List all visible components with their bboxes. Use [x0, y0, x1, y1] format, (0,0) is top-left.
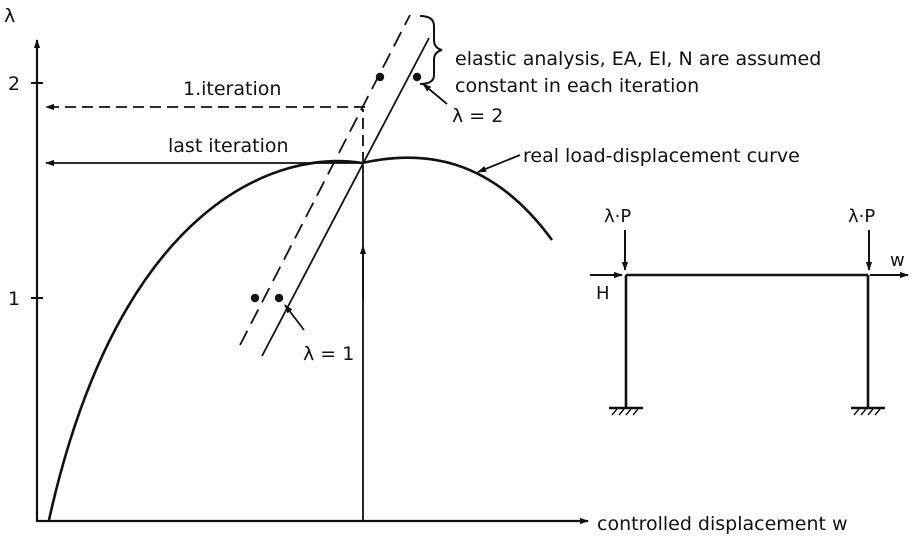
y-axis-label: λ [4, 5, 15, 27]
lambda2-label: λ = 2 [452, 105, 503, 127]
lambda1-label: λ = 1 [303, 343, 354, 365]
first-iteration-elastic-line [239, 14, 411, 346]
lambda1-leader [284, 304, 305, 331]
y-tick-label-2: 2 [8, 73, 20, 95]
y-tick-label-1: 1 [8, 288, 20, 310]
horizontal-load-label: H [596, 283, 610, 304]
elastic-lines-brace [419, 15, 443, 85]
portal-frame: λ·P λ·P H w [590, 206, 909, 416]
displacement-label: w [890, 250, 905, 271]
real-curve-label: real load-displacement curve [523, 145, 800, 167]
right-fixed-support-icon [851, 406, 885, 416]
last-iteration-point-lambda2 [412, 72, 422, 82]
first-iteration-point-lambda2 [375, 72, 385, 82]
last-iteration-elastic-line [261, 37, 430, 357]
right-load-label: λ·P [848, 206, 875, 227]
lambda2-leader [422, 83, 448, 105]
last-iteration-point-lambda1 [274, 293, 284, 303]
first-iteration-point-lambda1 [250, 293, 260, 303]
left-load-label: λ·P [604, 206, 631, 227]
elastic-analysis-note-line2: constant in each iteration [455, 75, 699, 97]
elastic-analysis-note-line1: elastic analysis, EA, EI, N are assumed [455, 48, 821, 70]
last-iteration-label: last iteration [168, 135, 289, 157]
real-load-displacement-curve [47, 156, 554, 521]
left-fixed-support-icon [609, 406, 643, 416]
real-curve-leader [477, 154, 521, 173]
first-iteration-label: 1.iteration [183, 78, 281, 100]
x-axis-label: controlled displacement w [597, 513, 848, 535]
